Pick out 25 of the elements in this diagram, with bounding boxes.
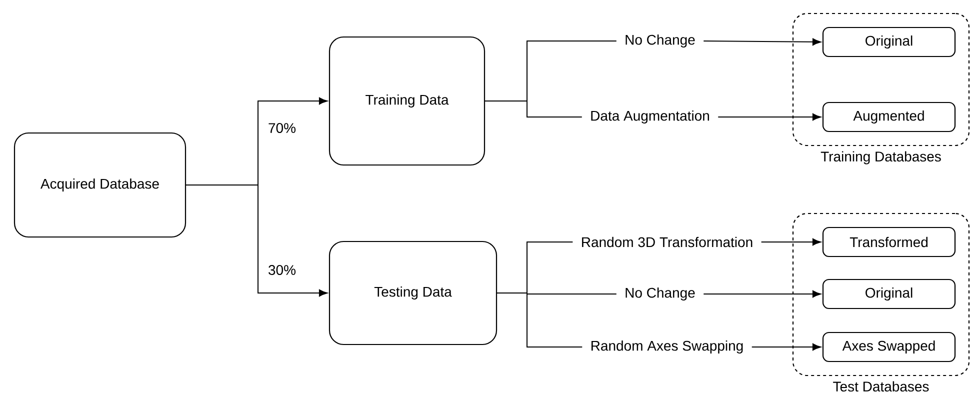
process-box: Acquired Database [14, 132, 186, 238]
step-label: Data Augmentation [591, 110, 709, 124]
step-label: Random 3D Transformation [582, 236, 752, 248]
group-label: Training Databases [820, 151, 941, 164]
arrow [703, 290, 822, 298]
database-box: Augmented [822, 102, 956, 132]
database-box: Original [822, 26, 956, 58]
step-label: No Change [626, 34, 695, 48]
connector-line [496, 292, 583, 348]
arrow [751, 343, 822, 351]
arrow [186, 184, 328, 297]
process-box: Testing Data [328, 240, 498, 346]
database-box: Axes Swapped [822, 332, 956, 362]
group-label: Test Databases [833, 381, 929, 392]
step-label: No Change [626, 287, 695, 301]
database-box: Original [822, 278, 956, 310]
arrow [760, 238, 822, 246]
connector-line [484, 100, 582, 118]
step-label: Random Axes Swapping [592, 340, 743, 354]
edge-label: 70% [267, 122, 298, 134]
arrow [718, 113, 822, 121]
process-box: Training Data [328, 36, 486, 166]
database-box: Transformed [822, 226, 956, 258]
edge-label: 30% [267, 264, 298, 276]
arrow [703, 38, 822, 46]
